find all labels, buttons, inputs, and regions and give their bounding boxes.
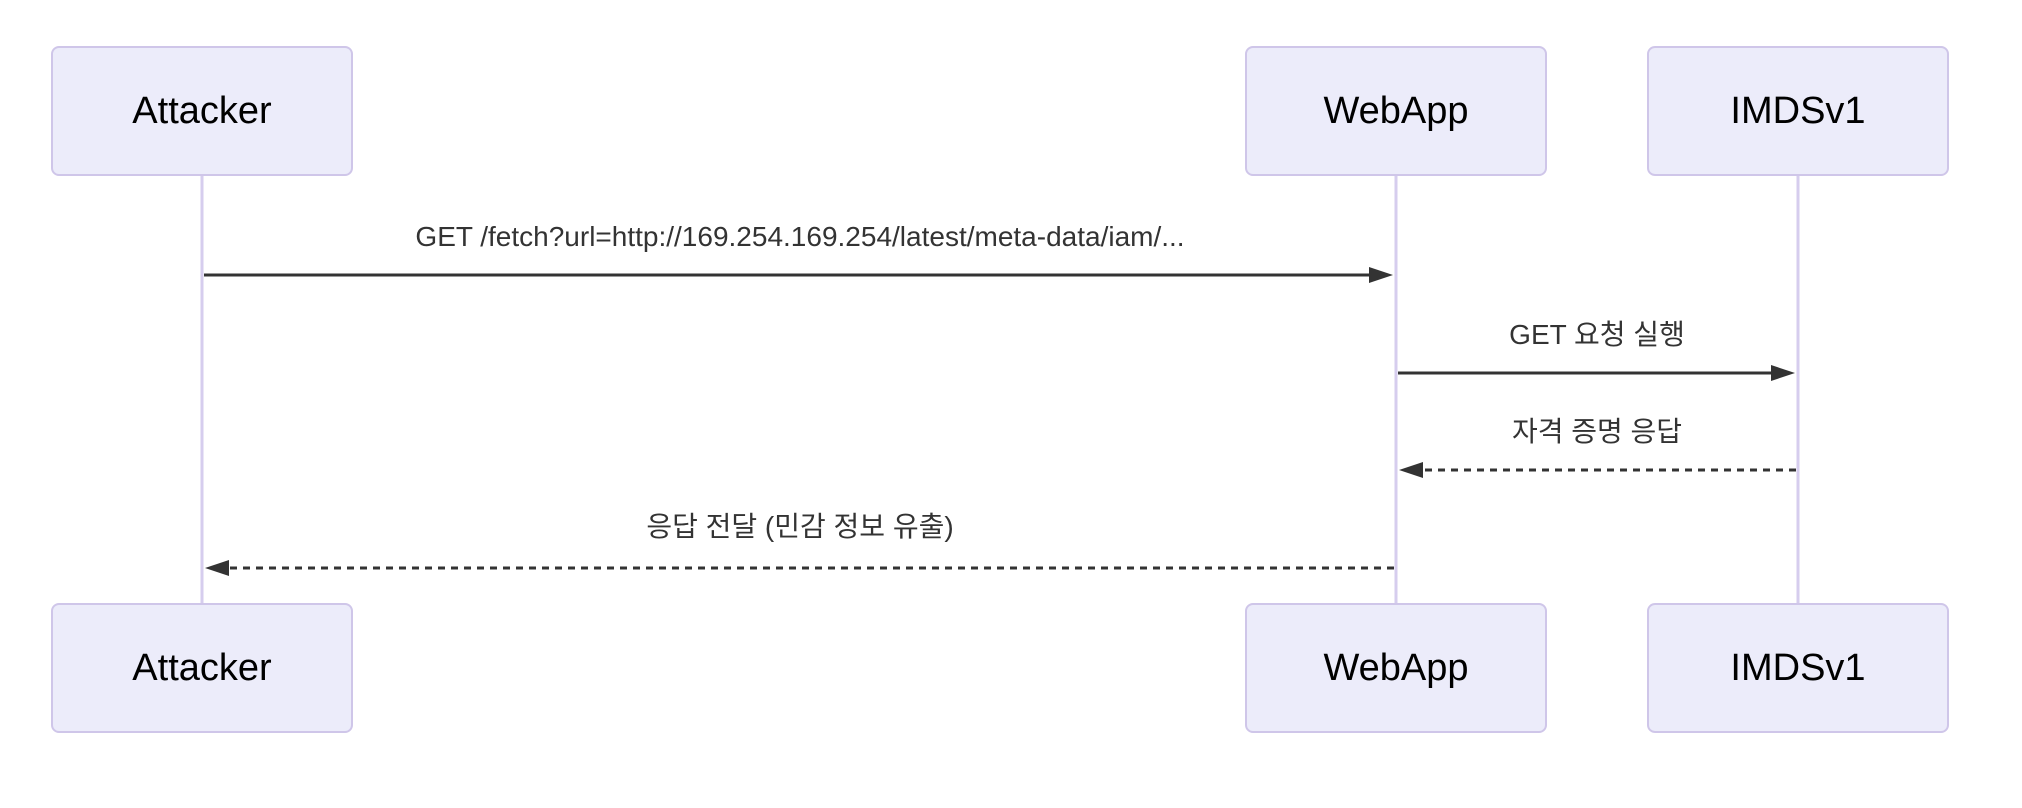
message-4-label: 응답 전달 (민감 정보 유출) xyxy=(646,511,954,542)
actor-box-attacker-top: Attacker xyxy=(51,46,353,176)
arrowhead-left-icon xyxy=(205,560,229,576)
message-3-label: 자격 증명 응답 xyxy=(1511,416,1683,447)
actor-label-webapp: WebApp xyxy=(1323,89,1469,132)
actor-box-webapp-top: WebApp xyxy=(1245,46,1547,176)
actor-label-imdsv1: IMDSv1 xyxy=(1730,89,1866,132)
actor-box-imdsv1-bottom: IMDSv1 xyxy=(1647,603,1949,733)
message-1-label: GET /fetch?url=http://169.254.169.254/la… xyxy=(415,221,1185,252)
message-2-arrow xyxy=(1398,365,1795,381)
actor-box-attacker-bottom: Attacker xyxy=(51,603,353,733)
actor-box-imdsv1-top: IMDSv1 xyxy=(1647,46,1949,176)
arrowhead-left-icon xyxy=(1399,462,1423,478)
message-4-arrow xyxy=(205,560,1394,576)
message-2-label: GET 요청 실행 xyxy=(1509,319,1685,350)
message-1-arrow xyxy=(204,267,1393,283)
actor-label-imdsv1: IMDSv1 xyxy=(1730,646,1866,689)
message-3-arrow xyxy=(1399,462,1796,478)
actor-box-webapp-bottom: WebApp xyxy=(1245,603,1547,733)
actor-label-webapp: WebApp xyxy=(1323,646,1469,689)
arrowhead-right-icon xyxy=(1771,365,1795,381)
arrowhead-right-icon xyxy=(1369,267,1393,283)
actor-label-attacker: Attacker xyxy=(132,89,272,132)
actor-label-attacker: Attacker xyxy=(132,646,272,689)
